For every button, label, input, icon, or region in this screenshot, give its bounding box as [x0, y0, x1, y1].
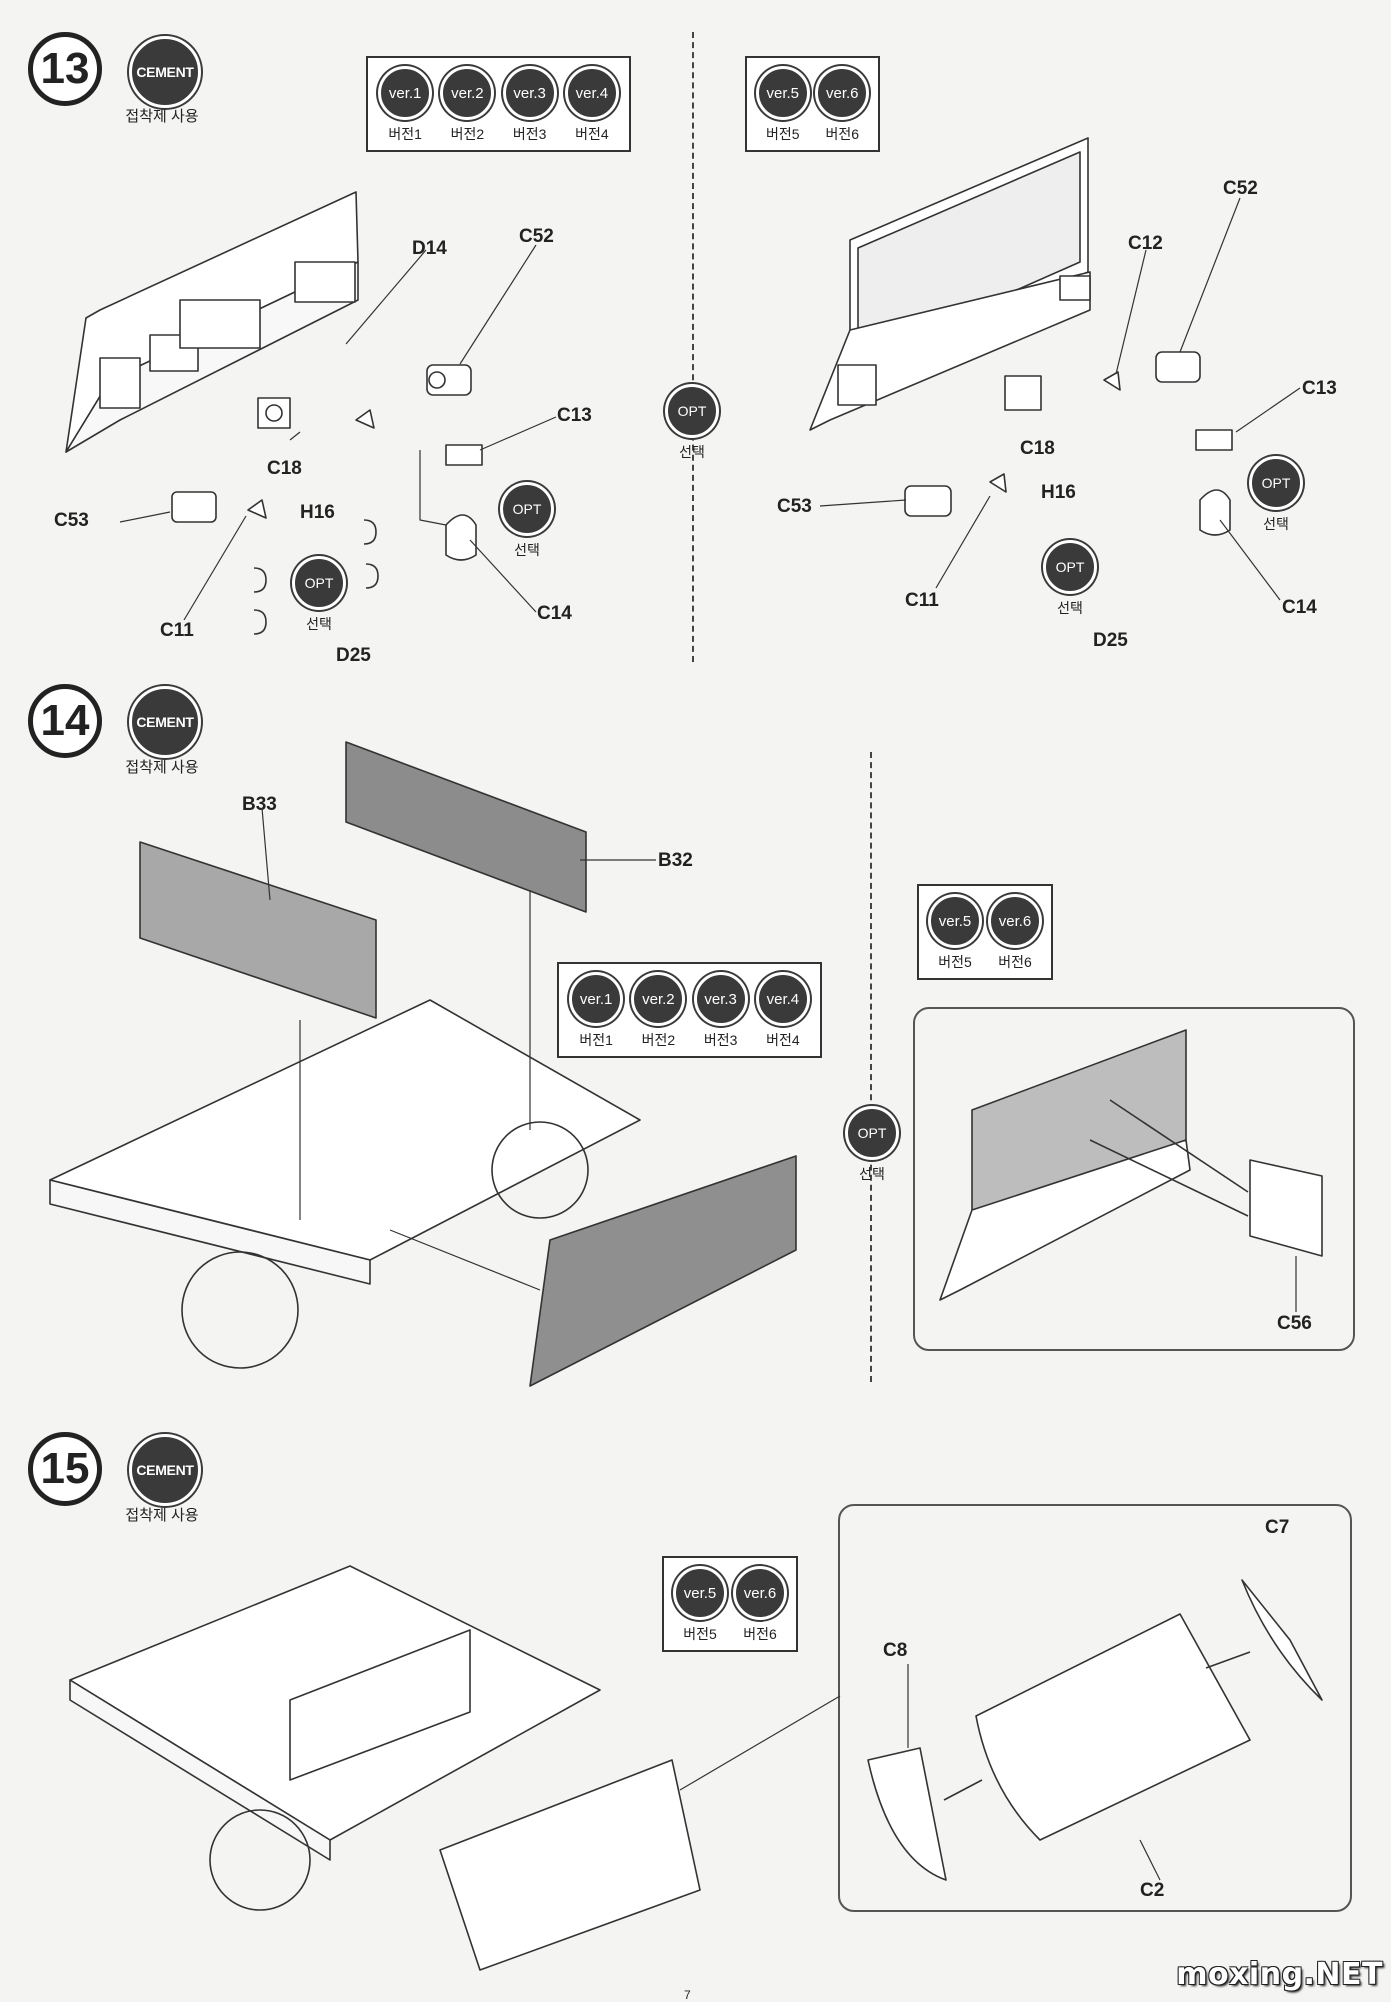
step-13-divider: [692, 32, 694, 662]
part-label-c11: C11: [160, 620, 194, 641]
part-label-c52-r: C52: [1223, 178, 1258, 199]
part-label-c53: C53: [54, 510, 89, 531]
cement-label-15: 접착제 사용: [125, 1507, 199, 1524]
cement-badge-15: CEMENT: [129, 1434, 201, 1506]
step-13-number: 13: [28, 32, 102, 106]
part-label-c52: C52: [519, 226, 554, 247]
part-label-h16: H16: [300, 502, 335, 523]
part-label-c18-r: C18: [1020, 438, 1055, 459]
part-label-h16-r: H16: [1041, 482, 1076, 503]
watermark: moxing.NET: [1176, 1957, 1383, 1992]
rear-plate-illustration-left: [65, 191, 359, 453]
step-15-number: 15: [28, 1432, 102, 1506]
part-label-b33: B33: [242, 794, 277, 815]
part-label-c18: C18: [267, 458, 302, 479]
page-number: 7: [684, 1988, 691, 2002]
step-14-detail-panel: [913, 1007, 1355, 1351]
cement-badge-14: CEMENT: [129, 686, 201, 758]
rear-plate-illustration-right: [809, 137, 1091, 431]
part-label-c53-r: C53: [777, 496, 812, 517]
step-14-number: 14: [28, 684, 102, 758]
parts-illustration-right: [904, 351, 1233, 536]
part-label-c11-r: C11: [905, 590, 939, 611]
part-label-d25: D25: [336, 645, 371, 666]
step-15-detail-panel: [838, 1504, 1352, 1912]
part-label-b32: B32: [658, 850, 693, 871]
part-label-c12-r: C12: [1128, 233, 1163, 254]
part-label-d25-r: D25: [1093, 630, 1128, 651]
part-label-c13-r: C13: [1302, 378, 1337, 399]
part-label-c56: C56: [1277, 1313, 1312, 1334]
part-label-c2: C2: [1140, 1880, 1165, 1901]
cement-label-14: 접착제 사용: [125, 759, 199, 776]
hull-illustration-step14: [49, 741, 797, 1387]
part-label-c7: C7: [1265, 1517, 1290, 1538]
cement-label-13: 접착제 사용: [125, 108, 199, 125]
step-14-divider: [870, 752, 872, 1382]
part-label-d14: D14: [412, 238, 447, 259]
part-label-c13: C13: [557, 405, 592, 426]
part-label-c8: C8: [883, 1640, 908, 1661]
part-label-c14-r: C14: [1282, 597, 1317, 618]
cement-badge-13: CEMENT: [129, 36, 201, 108]
part-label-c14: C14: [537, 603, 572, 624]
